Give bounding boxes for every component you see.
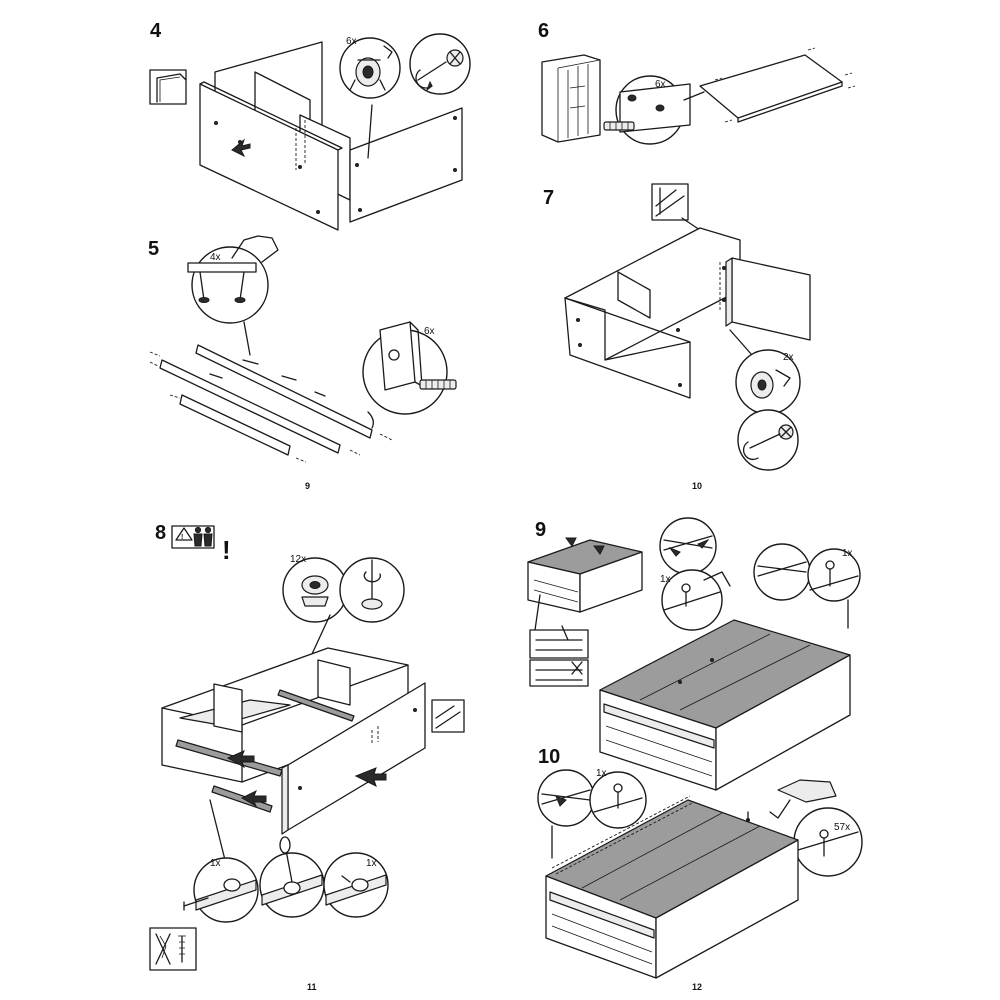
- step-5-illustration: 4x 6x: [149, 235, 457, 463]
- step-10-quantity-a: 1x: [596, 768, 607, 779]
- side-panel: [715, 654, 851, 791]
- wardrobe-thumbnail: [541, 54, 601, 143]
- nail-icon: [613, 783, 623, 793]
- gap-callout: [537, 769, 595, 827]
- hammer-icon: [703, 571, 731, 587]
- dowel-icon: [603, 121, 635, 131]
- page-number-12: 12: [692, 982, 703, 992]
- handle-icon: [187, 262, 257, 273]
- corner-detail-inset: [651, 183, 689, 221]
- step-6-illustration: 6x: [541, 47, 856, 145]
- step-5-quantity-top: 4x: [210, 252, 221, 263]
- step-8-illustration: ! ! 12x: [149, 525, 465, 971]
- warning-mark: !: [222, 535, 231, 565]
- step-8-quantity-b: 1x: [366, 858, 377, 869]
- no-drill-icon: [149, 927, 197, 971]
- incorrect-inset: [529, 659, 589, 687]
- arrow-icon: [593, 545, 605, 555]
- nail-callout: [661, 569, 723, 631]
- two-person-icon: [193, 526, 213, 547]
- rail-bottom: [179, 394, 291, 456]
- hammer-icon: [777, 779, 837, 803]
- step-8-quantity-top: 12x: [290, 554, 306, 565]
- front-panel: [199, 83, 339, 231]
- step-7-number: 7: [543, 187, 555, 209]
- step-4-quantity: 6x: [346, 36, 357, 47]
- nail-callout: [807, 548, 861, 602]
- nail-icon: [681, 583, 691, 593]
- svg-text:!: !: [181, 534, 183, 541]
- nail-icon: [825, 560, 835, 570]
- step-10-illustration: 1x 57x: [537, 768, 863, 979]
- nail-icon: [819, 829, 829, 839]
- arrow-icon: [354, 767, 387, 787]
- step-6-quantity: 6x: [655, 79, 666, 90]
- side-panel: [731, 257, 811, 341]
- step-10-quantity-b: 57x: [834, 822, 850, 833]
- step-9-quantity-a: 1x: [660, 574, 671, 585]
- page-number-9: 9: [305, 481, 311, 491]
- top-board: [699, 54, 843, 119]
- step-5-quantity-right: 6x: [424, 326, 435, 337]
- correct-inset: [529, 629, 589, 659]
- step-9-number: 9: [535, 519, 547, 541]
- step-7-quantity: 2x: [783, 352, 794, 363]
- rotate-arrow-icon: [742, 441, 759, 461]
- handle-callout: [191, 246, 269, 324]
- step-7-illustration: 2x: [564, 183, 811, 471]
- step-4-illustration: 6x: [149, 33, 471, 231]
- page-number-11: 11: [307, 982, 317, 992]
- warning-icon: [175, 527, 193, 541]
- arrow-icon: [226, 750, 255, 769]
- rotate-callout: [409, 33, 471, 95]
- screwdriver-icon: [279, 836, 291, 854]
- arrow-icon: [565, 537, 577, 547]
- rail-middle: [159, 359, 341, 454]
- side-panel: [655, 839, 799, 979]
- step-9-quantity-b: 1x: [842, 548, 853, 559]
- step-10-number: 10: [538, 746, 561, 768]
- step-4-number: 4: [150, 20, 162, 42]
- step-8-number: 8: [155, 522, 167, 544]
- step-9-illustration: 1x 1x: [527, 517, 861, 791]
- screw-icon: [183, 897, 209, 907]
- step-8-quantity-a: 1x: [210, 858, 221, 869]
- arrow-icon: [231, 138, 251, 158]
- rail: [277, 689, 355, 722]
- step-5-number: 5: [148, 238, 160, 260]
- hammer-callout: [793, 807, 863, 877]
- step-6-number: 6: [538, 20, 550, 42]
- side-panel: [349, 107, 463, 223]
- arrow-icon: [240, 789, 267, 808]
- gap-callout: [659, 517, 717, 575]
- page-number-10: 10: [692, 481, 703, 491]
- rail-top: [195, 344, 373, 439]
